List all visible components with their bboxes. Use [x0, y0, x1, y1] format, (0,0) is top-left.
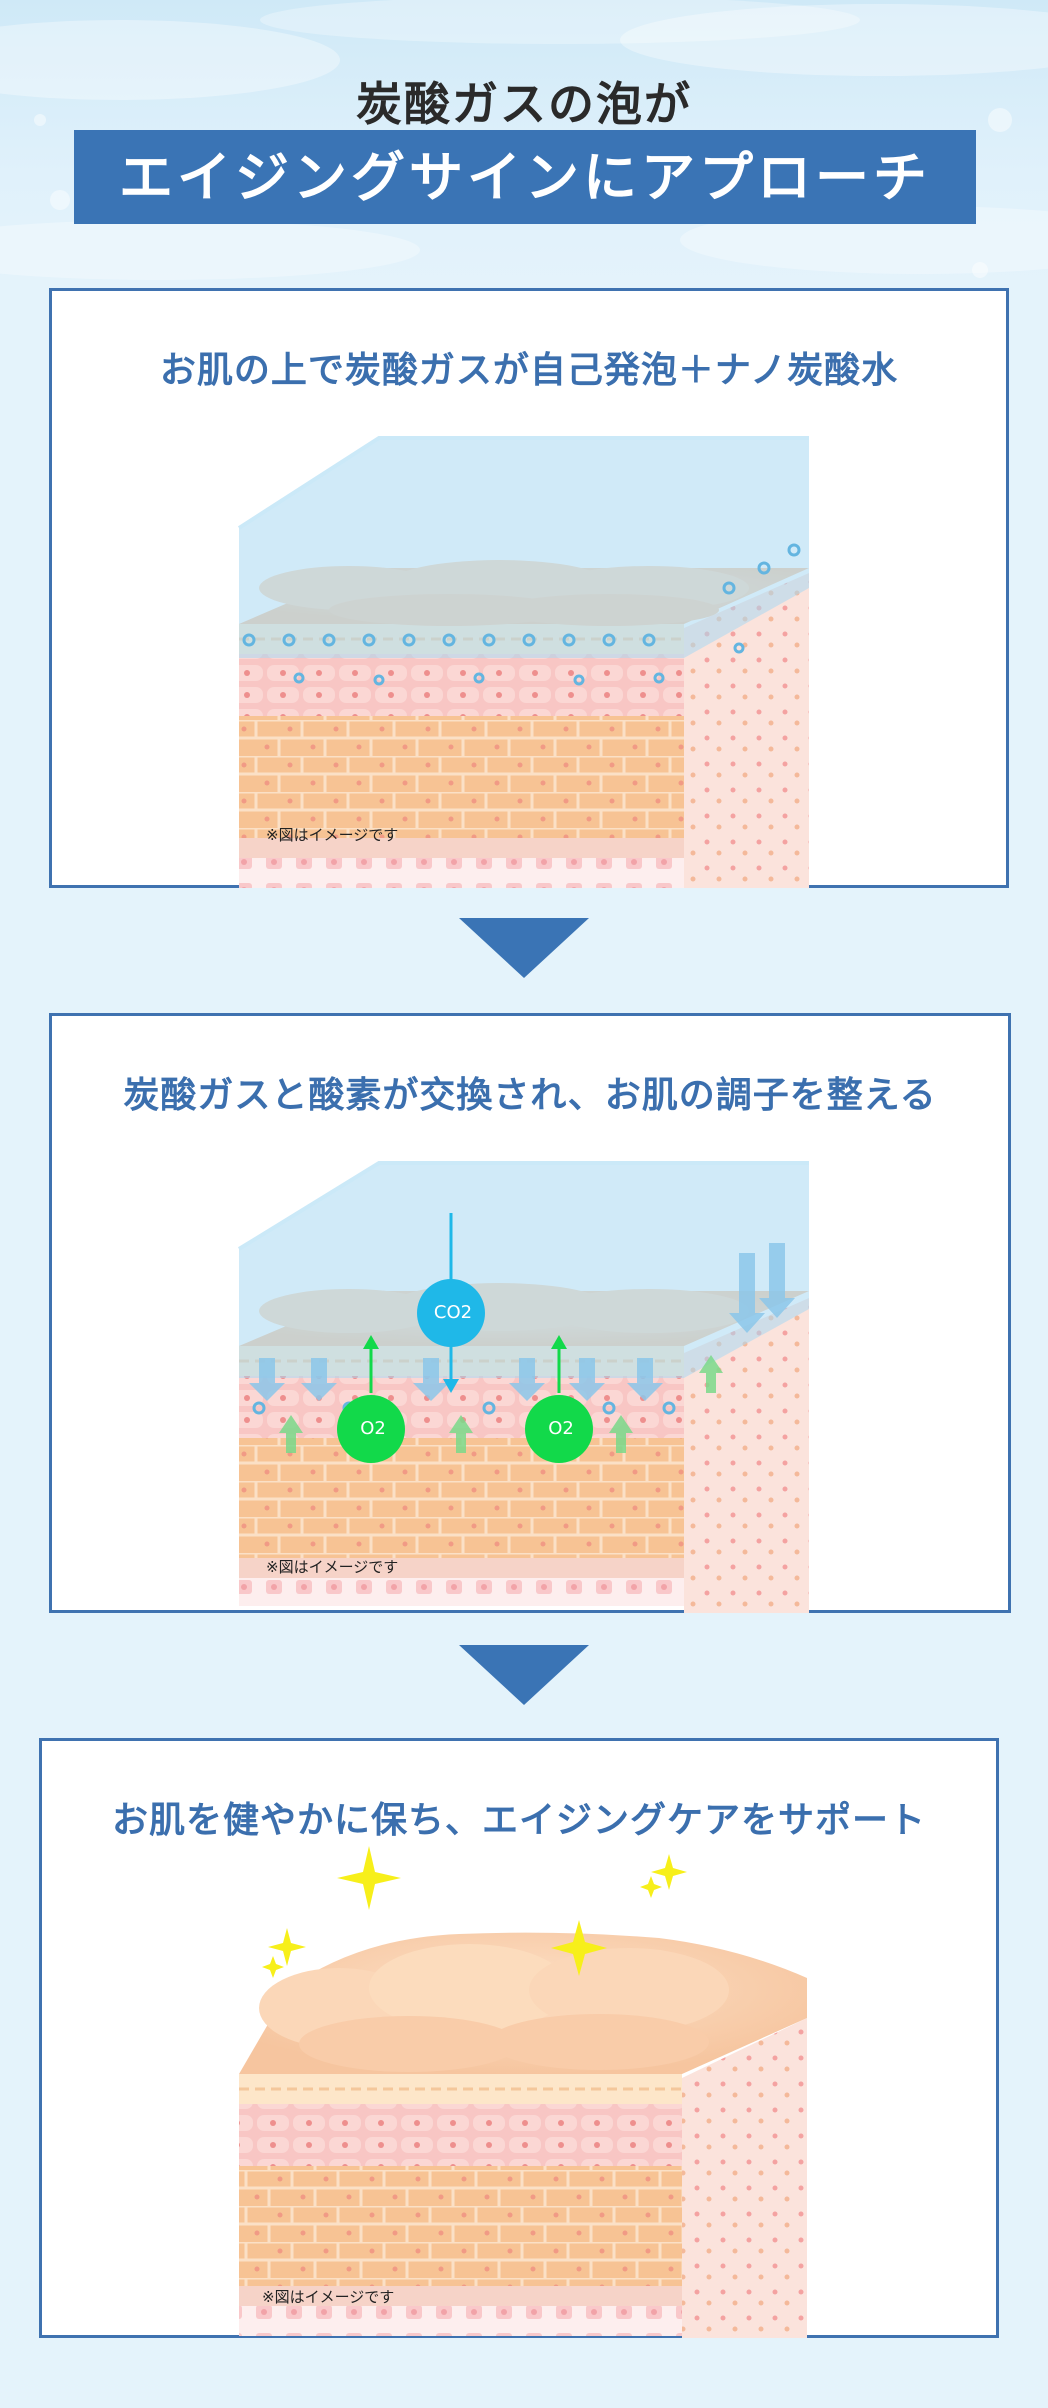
down-arrow-icon — [459, 1645, 589, 1705]
image-disclaimer: ※図はイメージです — [266, 826, 399, 844]
down-arrow-icon — [459, 918, 589, 978]
healthy-skin-illustration — [239, 1846, 807, 2338]
panel-title: 炭酸ガスと酸素が交換され、お肌の調子を整える — [123, 1074, 937, 1116]
water-background — [0, 0, 1048, 280]
panel-title: お肌の上で炭酸ガスが自己発泡＋ナノ炭酸水 — [159, 349, 899, 391]
panel-gas-exchange: 炭酸ガスと酸素が交換され、お肌の調子を整える — [49, 1013, 1011, 1613]
image-disclaimer: ※図はイメージです — [266, 1558, 399, 1576]
image-disclaimer: ※図はイメージです — [262, 2288, 395, 2306]
panel-aging-care: お肌を健やかに保ち、エイジングケアをサポート ※図はイメージです — [39, 1738, 999, 2338]
o2-label-left: O2 — [360, 1418, 386, 1439]
skin-gas-exchange-illustration — [237, 1161, 809, 1613]
hero-banner-text: エイジングサインにアプローチ — [119, 145, 931, 209]
sparkle-icon — [262, 1846, 687, 1978]
hero-section: 炭酸ガスの泡が エイジングサインにアプローチ — [0, 0, 1048, 290]
panel-title: お肌を健やかに保ち、エイジングケアをサポート — [111, 1799, 926, 1841]
hero-heading: 炭酸ガスの泡が — [356, 77, 692, 131]
co2-label: CO2 — [433, 1302, 473, 1323]
hero-banner — [74, 130, 976, 224]
panel-self-foaming: お肌の上で炭酸ガスが自己発泡＋ナノ炭酸水 ※図はイメージです — [49, 288, 1009, 888]
o2-label-right: O2 — [548, 1418, 574, 1439]
skin-illustration — [237, 436, 809, 888]
